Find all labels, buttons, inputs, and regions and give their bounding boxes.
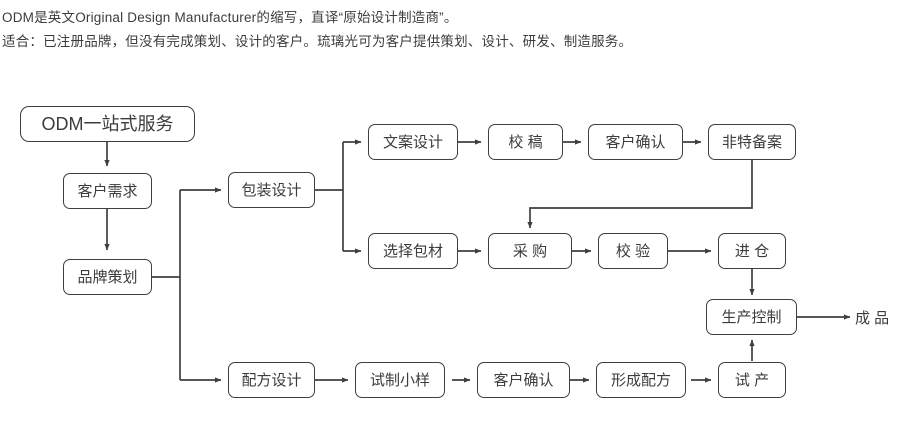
node-inspection[interactable]: 校 验 bbox=[598, 233, 668, 269]
node-odm-service[interactable]: ODM一站式服务 bbox=[20, 106, 195, 142]
label-finished-product: 成 品 bbox=[855, 309, 890, 327]
node-customer-confirm-top[interactable]: 客户确认 bbox=[588, 124, 683, 160]
edge-filing-to-purchase bbox=[527, 160, 753, 229]
node-non-special-filing[interactable]: 非特备案 bbox=[708, 124, 796, 160]
node-brand-planning[interactable]: 品牌策划 bbox=[63, 259, 152, 295]
node-select-material[interactable]: 选择包材 bbox=[368, 233, 458, 269]
node-package-design[interactable]: 包装设计 bbox=[228, 172, 315, 208]
description-line-1: ODM是英文Original Design Manufacturer的缩写，直译… bbox=[2, 10, 458, 25]
node-customer-requirement[interactable]: 客户需求 bbox=[63, 173, 152, 209]
node-copy-design[interactable]: 文案设计 bbox=[368, 124, 458, 160]
node-production-control[interactable]: 生产控制 bbox=[706, 299, 797, 335]
node-purchase[interactable]: 采 购 bbox=[488, 233, 572, 269]
node-formula-design[interactable]: 配方设计 bbox=[228, 362, 315, 398]
description-line-2: 适合：已注册品牌，但没有完成策划、设计的客户。琉璃光可为客户提供策划、设计、研发… bbox=[2, 34, 633, 49]
node-form-formula[interactable]: 形成配方 bbox=[596, 362, 686, 398]
node-customer-confirm-bottom[interactable]: 客户确认 bbox=[477, 362, 570, 398]
node-warehouse-in[interactable]: 进 仓 bbox=[718, 233, 786, 269]
node-proofread[interactable]: 校 稿 bbox=[488, 124, 563, 160]
node-trial-sample[interactable]: 试制小样 bbox=[355, 362, 445, 398]
node-trial-production[interactable]: 试 产 bbox=[718, 362, 786, 398]
